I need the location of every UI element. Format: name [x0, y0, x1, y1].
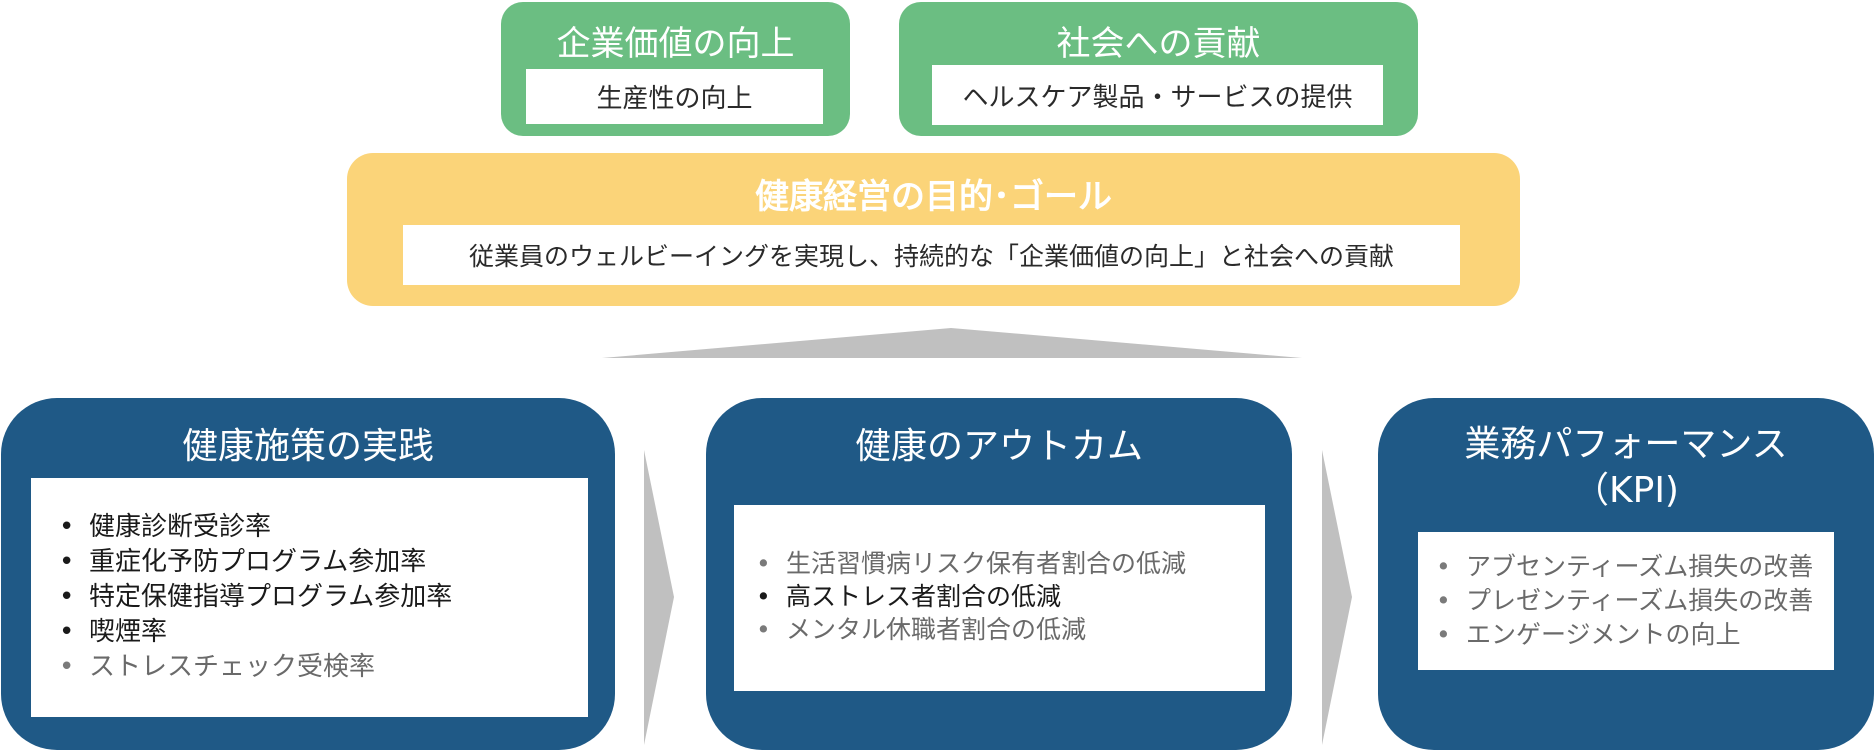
list-item: •アブセンティーズム損失の改善	[1436, 552, 1814, 581]
social-contribution-subtitle: ヘルスケア製品・サービスの提供	[932, 65, 1383, 125]
goal-box-social-contribution: 社会への貢献 ヘルスケア製品・サービスの提供	[899, 2, 1418, 136]
list-item: •高ストレス者割合の低減	[756, 582, 1062, 611]
work-performance-title-line1: 業務パフォーマンス	[1464, 424, 1788, 465]
social-contribution-title: 社会への貢献	[1056, 24, 1261, 64]
list-item: •プレゼンティーズム損失の改善	[1436, 586, 1814, 615]
work-performance-box: 業務パフォーマンス （KPI) •アブセンティーズム損失の改善 •プレゼンティー…	[1378, 398, 1874, 750]
list-item: •健康診断受診率	[59, 512, 272, 542]
health-outcomes-list: •生活習慣病リスク保有者割合の低減 •高ストレス者割合の低減 •メンタル休職者割…	[734, 505, 1265, 691]
health-measures-list: •健康診断受診率 •重症化予防プログラム参加率 •特定保健指導プログラム参加率 …	[31, 478, 588, 717]
work-performance-title: 業務パフォーマンス （KPI)	[1378, 422, 1874, 514]
chevron-right-icon	[644, 450, 674, 745]
list-item: •メンタル休職者割合の低減	[756, 615, 1087, 644]
list-item: •生活習慣病リスク保有者割合の低減	[756, 549, 1187, 578]
goal-text: 従業員のウェルビーイングを実現し、持続的な「企業価値の向上」と社会への貢献	[403, 225, 1460, 285]
health-outcomes-box: 健康のアウトカム •生活習慣病リスク保有者割合の低減 •高ストレス者割合の低減 …	[706, 398, 1292, 750]
goal-title: 健康経営の目的･ゴール	[755, 177, 1112, 217]
list-item: •重症化予防プログラム参加率	[59, 547, 427, 577]
list-item: •ストレスチェック受検率	[59, 652, 376, 682]
list-item: •エンゲージメントの向上	[1436, 620, 1741, 649]
health-measures-title: 健康施策の実践	[181, 426, 434, 467]
corporate-value-subtitle: 生産性の向上	[526, 69, 823, 124]
list-item: •喫煙率	[59, 617, 168, 647]
chevron-right-icon	[1322, 450, 1352, 745]
health-management-goal-box: 健康経営の目的･ゴール 従業員のウェルビーイングを実現し、持続的な「企業価値の向…	[347, 153, 1520, 306]
health-outcomes-title: 健康のアウトカム	[854, 426, 1143, 467]
goal-box-corporate-value: 企業価値の向上 生産性の向上	[501, 2, 850, 136]
work-performance-list: •アブセンティーズム損失の改善 •プレゼンティーズム損失の改善 •エンゲージメン…	[1418, 532, 1834, 670]
health-measures-box: 健康施策の実践 •健康診断受診率 •重症化予防プログラム参加率 •特定保健指導プ…	[1, 398, 615, 750]
upward-arrow-icon	[602, 328, 1302, 358]
work-performance-title-line2: （KPI)	[1573, 470, 1679, 511]
corporate-value-title: 企業価値の向上	[556, 24, 795, 64]
list-item: •特定保健指導プログラム参加率	[59, 582, 453, 612]
